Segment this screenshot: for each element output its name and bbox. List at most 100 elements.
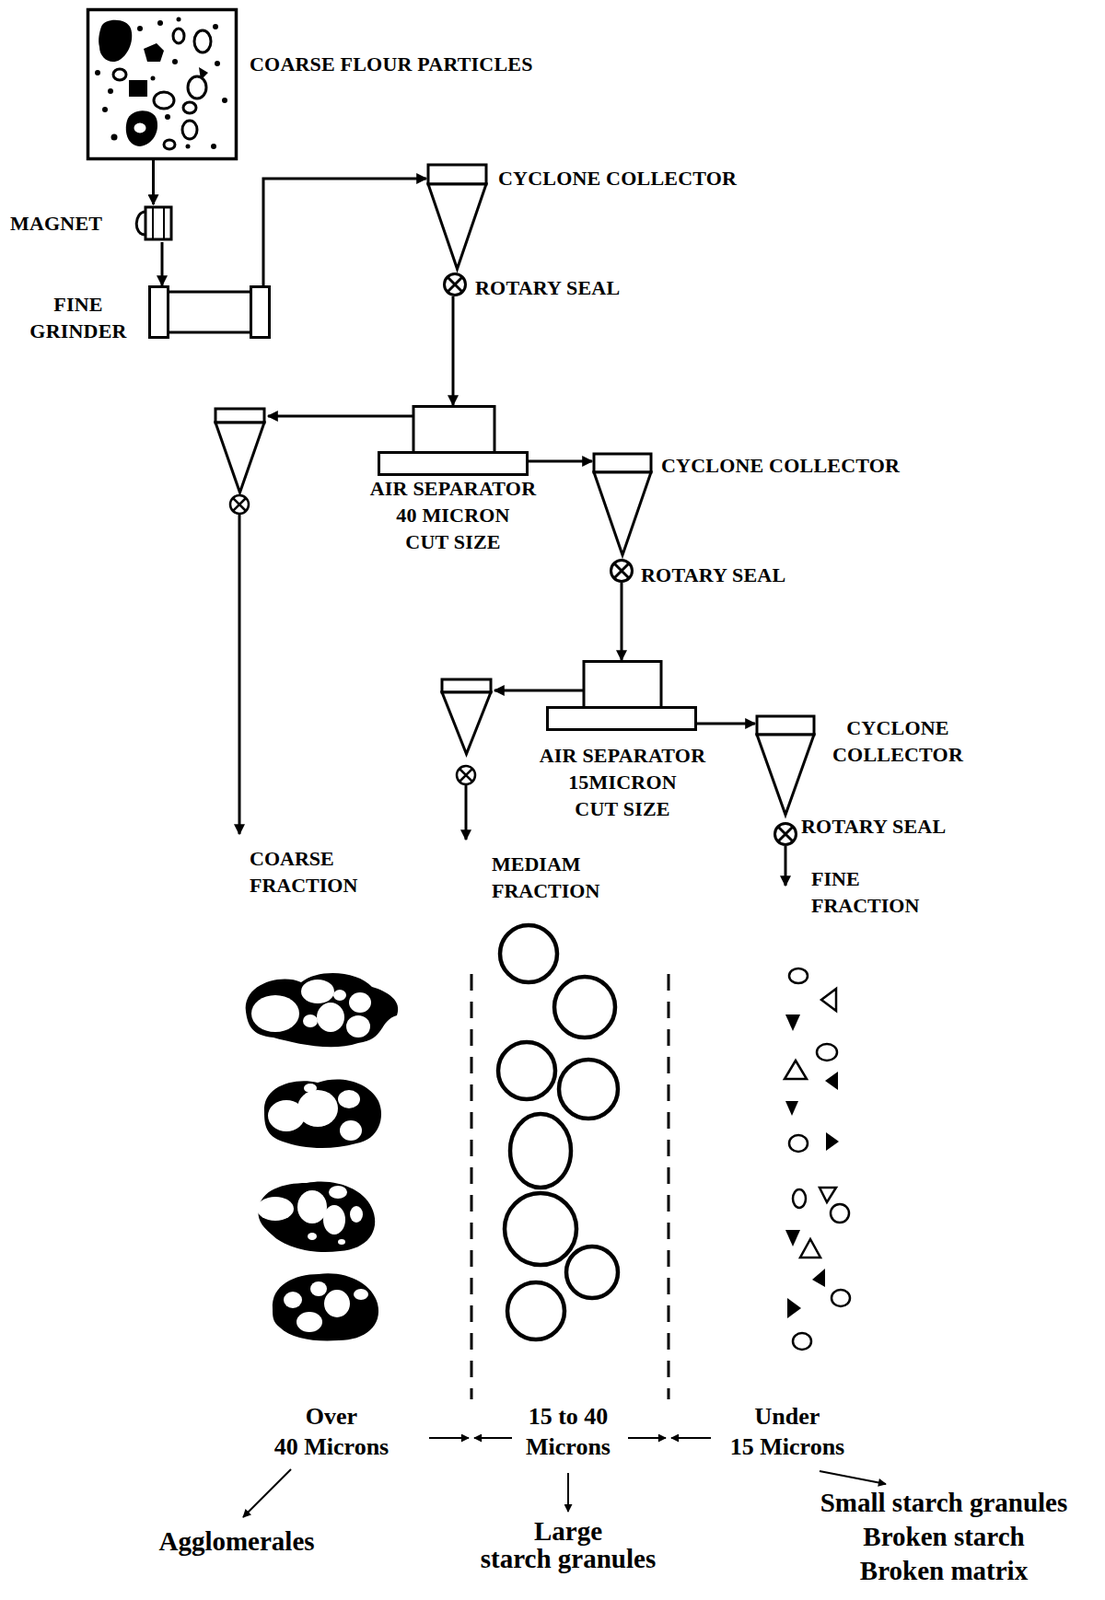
drawn-g: [256, 1186, 363, 1245]
drawn-circle: [210, 143, 217, 150]
rotary-seal: ROTARY SEAL: [442, 272, 467, 297]
drawn-path: [126, 110, 158, 147]
drawn-rect: [593, 453, 652, 473]
drawn-g: [113, 28, 211, 150]
drawn-rect: [756, 716, 815, 735]
drawn-path: [671, 1437, 711, 1440]
drawn-ellipse: [297, 1090, 338, 1128]
particle-box-outline: [86, 8, 238, 161]
flow-arrow: [528, 460, 593, 464]
drawn-circle: [137, 25, 143, 32]
drawn-path: [245, 973, 399, 1047]
drawn-path: [800, 1239, 821, 1258]
drawn-path: [442, 692, 491, 755]
flow-arrow: [620, 582, 624, 661]
component-label: ROTARY SEAL: [640, 561, 786, 589]
drawn-path: [785, 1101, 799, 1117]
drawn-circle: [456, 766, 476, 785]
drawn-g: [256, 1181, 375, 1253]
fraction-content: Large starch granules: [480, 1517, 656, 1573]
agglomerate-particles: [245, 973, 399, 1342]
drawn-path: [825, 1071, 838, 1091]
drawn-g: [784, 968, 850, 1350]
flow-arrow: [697, 722, 756, 726]
drawn-circle: [498, 1042, 556, 1100]
drawn-rect: [150, 287, 169, 338]
drawn-circle: [164, 114, 171, 120]
drawn-ellipse: [187, 76, 207, 99]
drawn-path: [784, 846, 788, 886]
flow-line: [239, 416, 786, 886]
drawn-rect: [547, 708, 697, 731]
drawn-g: [785, 1014, 839, 1319]
component-label: AIR SEPARATOR 15MICRON CUT SIZE: [539, 742, 706, 823]
air-separator: AIR SEPARATOR 15MICRON CUT SIZE: [546, 660, 698, 733]
drawn-path: [825, 1132, 839, 1152]
drawn-circle: [176, 17, 182, 23]
drawn-rect: [251, 287, 270, 338]
drawn-g: [94, 17, 228, 151]
drawn-path: [756, 734, 815, 815]
drawn-circle: [212, 23, 219, 30]
cyclone-collector: CYCLONE COLLECTOR: [426, 162, 489, 270]
drawn-circle: [102, 106, 108, 113]
drawn-ellipse: [337, 1239, 346, 1245]
drawn-rect: [583, 662, 662, 709]
fine-grinder-outline: [148, 285, 271, 339]
rotary-seal: ROTARY SEAL: [609, 558, 634, 583]
drawn-circle: [500, 925, 558, 983]
flow-arrow: [263, 178, 427, 286]
drawn-path: [465, 784, 468, 840]
flow-arrow: [161, 242, 164, 286]
drawn-g: [251, 979, 372, 1038]
drawn-path: [812, 1268, 826, 1288]
drawn-path: [470, 974, 474, 1400]
drawn-ellipse: [194, 30, 211, 53]
drawn-path: [152, 207, 164, 240]
drawn-path: [628, 1437, 666, 1440]
size-range: 15 to 40 Microns: [525, 1401, 611, 1463]
drawn-circle: [230, 495, 249, 514]
fraction-label: FINE FRACTION: [811, 865, 919, 919]
drawn-path: [143, 43, 164, 62]
drawn-ellipse: [182, 120, 198, 140]
drawn-circle: [186, 144, 191, 150]
fine-particles: [784, 968, 850, 1350]
drawn-path: [593, 472, 652, 556]
drawn-ellipse: [256, 1197, 294, 1222]
drawn-ellipse: [789, 1135, 808, 1152]
drawn-ellipse: [349, 1206, 363, 1223]
component-label: CYCLONE COLLECTOR: [498, 164, 737, 192]
drawn-rect: [168, 291, 252, 333]
drawn-ellipse: [339, 1120, 362, 1141]
drawn-path: [232, 498, 246, 512]
drawn-ellipse: [132, 121, 148, 135]
drawn-circle: [94, 69, 101, 76]
drawn-ellipse: [353, 1289, 369, 1301]
magnet-symbol: MAGNET: [130, 204, 176, 243]
drawn-circle: [111, 134, 118, 141]
drawn-ellipse: [283, 1291, 303, 1309]
drawn-circle: [151, 76, 156, 82]
drawn-ellipse: [297, 1190, 327, 1224]
drawn-ellipse: [830, 1204, 850, 1223]
rotary-seal: ROTARY SEAL: [773, 822, 798, 847]
drawn-ellipse: [337, 1090, 361, 1109]
drawn-ellipse: [816, 1044, 838, 1061]
fraction-content: Agglomerales: [158, 1524, 315, 1559]
drawn-path: [243, 1469, 291, 1518]
component-label: MAGNET: [10, 209, 103, 237]
air-separator: AIR SEPARATOR 40 MICRON CUT SIZE: [377, 405, 529, 477]
drawn-path: [821, 988, 837, 1012]
drawn-rect: [145, 207, 172, 240]
drawn-path: [819, 1187, 837, 1203]
fine-grinder: FINE GRINDER: [148, 285, 271, 339]
drawn-rect: [128, 80, 148, 97]
drawn-path: [614, 563, 629, 579]
magnet-symbol-outline: [130, 204, 176, 243]
drawn-circle: [775, 824, 797, 846]
drawn-path: [784, 1060, 807, 1080]
component-label: ROTARY SEAL: [801, 813, 946, 840]
